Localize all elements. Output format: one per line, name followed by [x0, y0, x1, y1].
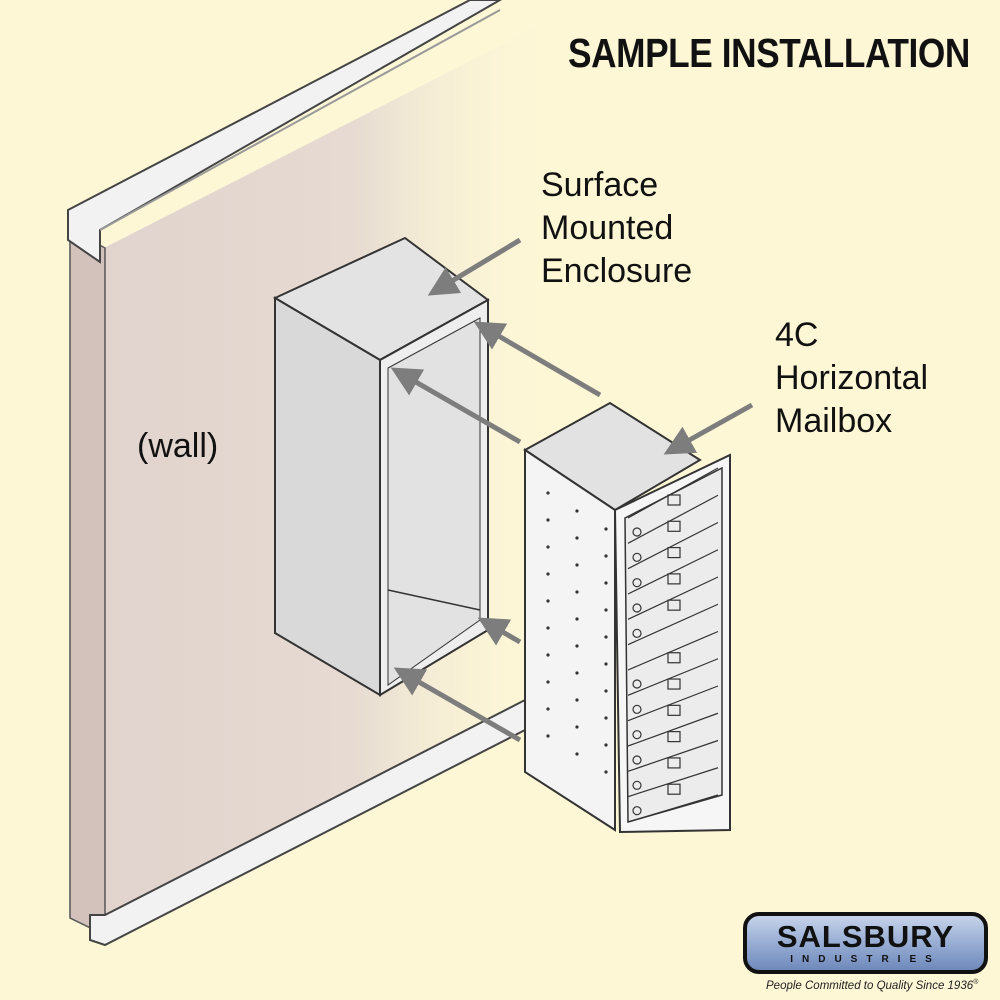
arrow-top-left [390, 367, 522, 445]
lock-icon [632, 527, 642, 537]
rivet [546, 491, 550, 495]
rivet [546, 626, 550, 630]
lock-icon [632, 552, 642, 562]
tagline: People Committed to Quality Since 1936® [766, 979, 978, 992]
logo-subtitle: INDUSTRIES [790, 954, 941, 965]
arrow-mailbox-label [663, 402, 754, 455]
rivet [604, 608, 608, 612]
door-divider [627, 712, 719, 747]
rivet [575, 644, 579, 648]
tagline-text: People Committed to Quality Since 1936 [766, 979, 974, 992]
door-label-slot [667, 520, 681, 532]
lock-icon [632, 704, 642, 714]
lock-icon [632, 755, 642, 765]
rivet [575, 671, 579, 675]
rivet [546, 734, 550, 738]
enclosure-label-line: Surface [541, 166, 659, 204]
rivet [575, 509, 579, 513]
door-divider [627, 739, 719, 772]
rivet [575, 725, 579, 729]
rivet [604, 527, 608, 531]
lock-icon [632, 628, 642, 638]
rivet [575, 617, 579, 621]
door-divider [627, 603, 719, 646]
rivet [604, 743, 608, 747]
mailbox-label-line: Horizontal [775, 359, 929, 397]
door-divider [627, 685, 719, 722]
door-divider [627, 658, 719, 696]
door-divider [627, 576, 719, 620]
door-label-slot [667, 783, 681, 795]
arrow-enclosure-label [427, 237, 522, 296]
door-label-slot [667, 573, 681, 585]
door-label-slot [667, 704, 681, 716]
rivet [604, 554, 608, 558]
rivet [546, 707, 550, 711]
rivet [575, 698, 579, 702]
logo-name: SALSBURY [776, 919, 955, 954]
rivet [604, 662, 608, 666]
rivet [604, 689, 608, 693]
arrow-top-right [473, 321, 602, 398]
rivet [604, 770, 608, 774]
rivet [575, 590, 579, 594]
rivet [604, 581, 608, 585]
arrow-bottom-left [393, 667, 522, 743]
rivet [546, 680, 550, 684]
surface-mounted-enclosure [272, 236, 490, 697]
rivet [575, 752, 579, 756]
door-label-slot [667, 546, 681, 559]
rivet [546, 599, 550, 603]
rivet [604, 635, 608, 639]
door-divider [627, 467, 719, 519]
door-divider [627, 521, 719, 570]
rivet [546, 545, 550, 549]
door-divider [627, 549, 719, 595]
lock-icon [632, 578, 642, 588]
door-label-slot [667, 494, 681, 506]
enclosure-label-line: Mounted [541, 209, 674, 247]
enclosure-label-line: Enclosure [541, 252, 693, 290]
lock-icon [632, 780, 642, 790]
door-divider [627, 794, 719, 823]
rivet [575, 563, 579, 567]
mailbox-label-line: Mailbox [775, 402, 893, 440]
lock-icon [632, 679, 642, 689]
horizontal-mailbox [523, 401, 731, 834]
rivet [546, 518, 550, 522]
mailbox-label: 4C Horizontal Mailbox [775, 314, 928, 443]
door-label-slot [667, 599, 681, 611]
registered-mark: ® [973, 979, 979, 986]
wall-label: (wall) [137, 427, 219, 465]
door-label-slot [667, 757, 681, 769]
lock-icon [632, 730, 642, 740]
mailbox-label-line: 4C [775, 316, 819, 354]
salsbury-logo: SALSBURY INDUSTRIES [743, 912, 988, 974]
door-label-slot [667, 678, 681, 690]
rivet [604, 716, 608, 720]
door-divider [627, 630, 719, 671]
wall-top-cap [67, 0, 503, 264]
enclosure-label: Surface Mounted Enclosure [541, 164, 692, 293]
arrow-bottom-right [477, 617, 522, 646]
rivet [546, 653, 550, 657]
door-label-slot [667, 731, 681, 743]
lock-icon [632, 806, 642, 816]
door-divider [627, 494, 719, 544]
page-title: SAMPLE INSTALLATION [568, 30, 970, 76]
rivet [546, 572, 550, 576]
door-divider [627, 767, 719, 798]
rivet [575, 536, 579, 540]
lock-icon [632, 603, 642, 613]
door-label-slot [667, 652, 681, 664]
arrows [390, 237, 754, 743]
